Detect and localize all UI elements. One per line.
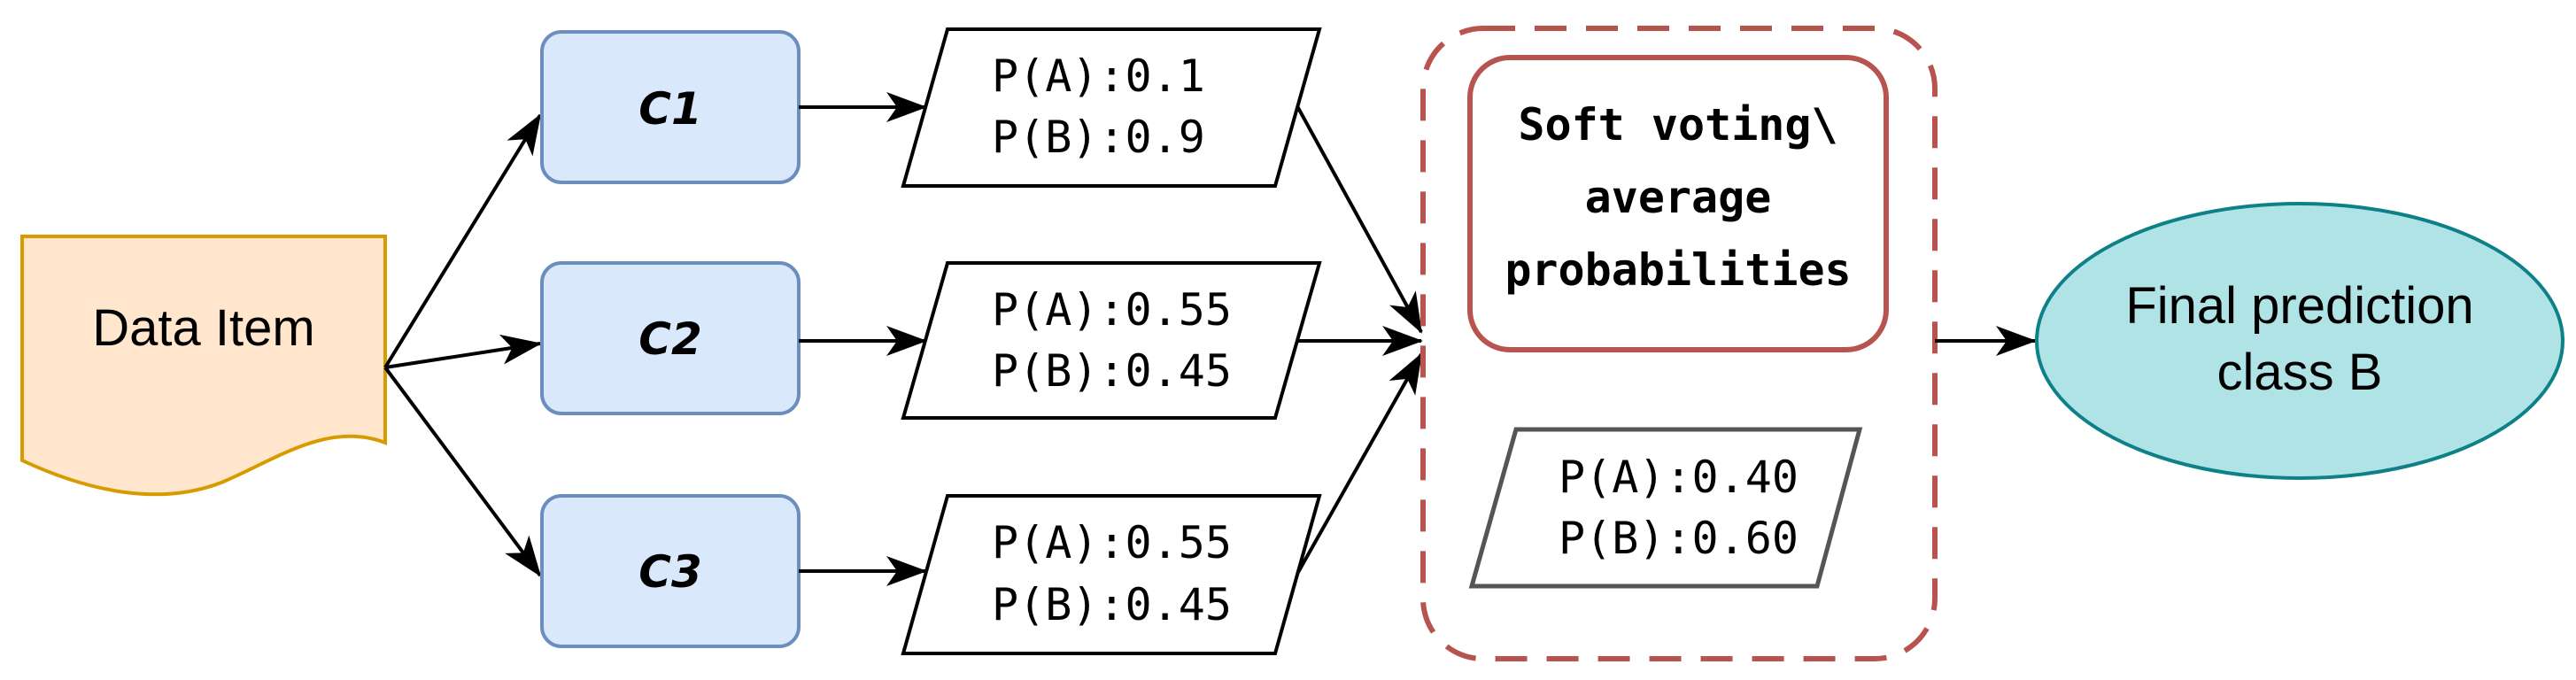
classifier-c3: C3 <box>540 494 801 648</box>
output-c3-shape <box>901 494 1322 655</box>
voting-method-line1: Soft voting\ <box>1518 99 1837 151</box>
voting-method-box <box>1467 55 1889 352</box>
output-c1-shape <box>901 27 1322 188</box>
output-c3: P(A):0.55 P(B):0.45 <box>901 494 1322 655</box>
voting-method-line3: probabilities <box>1505 244 1851 296</box>
classifier-c1-label: C1 <box>638 83 701 135</box>
voting-result-shape <box>1468 427 1863 589</box>
arrow-output1-to-voting <box>1296 105 1423 334</box>
final-prediction-line1: Final prediction <box>2125 277 2473 335</box>
output-c1: P(A):0.1 P(B):0.9 <box>901 27 1322 188</box>
voting-result-pb: P(B):0.60 <box>1559 513 1799 564</box>
classifier-c1: C1 <box>540 30 801 184</box>
arrow-data-to-c2 <box>384 334 542 369</box>
input-arrows <box>383 113 542 577</box>
output-c1-pb: P(B):0.9 <box>992 112 1205 163</box>
arrow-output3-to-voting <box>1296 352 1423 575</box>
data-item-shape <box>20 235 387 497</box>
data-item-label: Data Item <box>92 299 314 357</box>
final-prediction-node: Final prediction class B <box>2035 202 2564 480</box>
final-prediction-line2: class B <box>2217 344 2383 401</box>
classifier-c2-box <box>540 261 801 415</box>
output-c3-pa: P(A):0.55 <box>992 517 1232 568</box>
voting-method-line2: average <box>1585 172 1772 223</box>
output-c3-pb: P(B):0.45 <box>992 579 1232 630</box>
classifier-c3-label: C3 <box>638 546 701 598</box>
output-c2-pa: P(A):0.55 <box>992 284 1232 336</box>
voting-result-pa: P(A):0.40 <box>1559 452 1799 503</box>
output-c2: P(A):0.55 P(B):0.45 <box>901 261 1322 420</box>
output-c2-shape <box>901 261 1322 420</box>
output-c2-pb: P(B):0.45 <box>992 345 1232 397</box>
output-c1-pa: P(A):0.1 <box>992 50 1205 102</box>
classifier-c2: C2 <box>540 261 801 415</box>
classifier-output-arrows <box>799 92 927 586</box>
voting-input-arrows <box>1296 105 1423 575</box>
final-prediction-shape <box>2035 202 2564 480</box>
data-item-node: Data Item <box>20 235 387 497</box>
voting-group-border <box>1420 26 1938 661</box>
arrow-data-to-c1 <box>383 113 542 369</box>
arrow-data-to-c3 <box>383 366 542 577</box>
voting-group: Soft voting\ average probabilities P(A):… <box>1420 26 1938 661</box>
classifier-c2-label: C2 <box>638 313 701 365</box>
